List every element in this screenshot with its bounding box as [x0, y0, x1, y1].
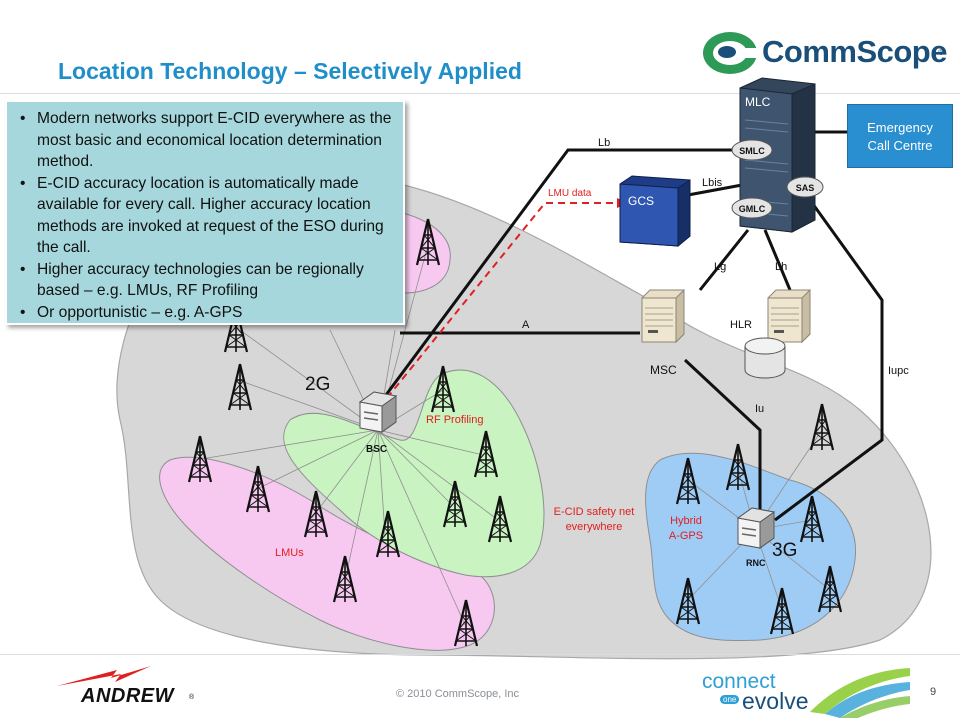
commscope-swirl-icon [703, 32, 762, 74]
connect-evolve-swoosh-icon [810, 668, 910, 718]
slide-title: Location Technology – Selectively Applie… [58, 58, 522, 84]
hlr-label: HLR [730, 319, 752, 331]
sas-label: SAS [796, 183, 815, 193]
rnc-node-icon [737, 507, 775, 549]
lg-label: Lg [714, 261, 726, 273]
iupc-label: Iupc [888, 365, 909, 377]
smlc-node [731, 139, 773, 161]
msc-server-icon [641, 289, 685, 343]
hlr-database-icon [744, 337, 786, 379]
mlc-label: MLC [745, 95, 771, 109]
connect-wordmark: connect [702, 670, 776, 693]
callout-bullet: Or opportunistic – e.g. A-GPS [20, 302, 397, 324]
registered-mark: ® [938, 48, 944, 57]
commscope-wordmark: CommScope [762, 34, 947, 69]
lb-link [378, 148, 742, 404]
lbis-link [687, 183, 743, 197]
info-callout: Modern networks support E-CID everywhere… [5, 100, 405, 325]
agps-label-line1: Hybrid [670, 515, 702, 527]
gmlc-label: GMLC [739, 204, 766, 214]
commscope-logo: CommScope ® [700, 26, 950, 78]
title-divider [0, 93, 960, 94]
iu-link [683, 358, 762, 510]
2g-label: 2G [305, 374, 330, 395]
emergency-line2: Call Centre [867, 138, 933, 153]
agps-label-line2: A-GPS [669, 530, 703, 542]
ecid-label-line2: everywhere [566, 521, 623, 533]
bsc-cell-links [194, 244, 499, 626]
lh-link [763, 229, 792, 291]
emergency-line1: Emergency [867, 120, 933, 135]
andrew-bolt-icon [57, 666, 151, 686]
rf-profiling-region [283, 369, 545, 578]
andrew-wordmark: ANDREW [81, 685, 174, 707]
smlc-label: SMLC [739, 146, 765, 156]
rf-profiling-label: RF Profiling [426, 414, 483, 426]
callout-bullet: Higher accuracy technologies can be regi… [20, 259, 397, 302]
connect-evolve-logo: connect one evolve [700, 662, 910, 718]
callout-bullet-list: Modern networks support E-CID everywhere… [11, 108, 397, 323]
lb-label: Lb [598, 137, 610, 149]
lmu-data-label: LMU data [548, 188, 592, 199]
callout-bullet: Modern networks support E-CID everywhere… [20, 108, 397, 173]
rnc-label: RNC [746, 558, 766, 568]
gcs-label: GCS [628, 194, 654, 208]
lg-link [698, 229, 750, 291]
footer-divider [0, 654, 960, 655]
one-badge: one [720, 695, 740, 704]
lbis-label: Lbis [702, 177, 723, 189]
core-links [378, 130, 884, 522]
registered-mark: ® [189, 694, 195, 701]
lh-label: Lh [775, 261, 787, 273]
a-label: A [522, 319, 530, 331]
sas-node [786, 176, 824, 198]
iu-label: Iu [755, 403, 764, 415]
page-number: 9 [930, 686, 937, 698]
evolve-wordmark: evolve [742, 688, 809, 714]
emergency-call-centre-box: Emergency Call Centre [847, 104, 953, 168]
bsc-label: BSC [366, 444, 387, 455]
bsc-node-icon [359, 391, 397, 433]
lmu-region [159, 456, 495, 651]
msc-label: MSC [650, 363, 677, 377]
lmu-data-link [386, 202, 620, 399]
andrew-logo: ANDREW ® [55, 664, 205, 710]
gmlc-node [731, 197, 773, 219]
gcs-server-icon [619, 175, 691, 248]
callout-bullet: E-CID accuracy location is automatically… [20, 173, 397, 259]
iupc-link [774, 199, 884, 522]
lmus-label: LMUs [275, 547, 304, 559]
3g-label: 3G [772, 540, 797, 561]
ecid-label-line1: E-CID safety net [554, 506, 635, 518]
copyright-text: © 2010 CommScope, Inc [396, 688, 520, 700]
hlr-server-icon [767, 289, 811, 343]
